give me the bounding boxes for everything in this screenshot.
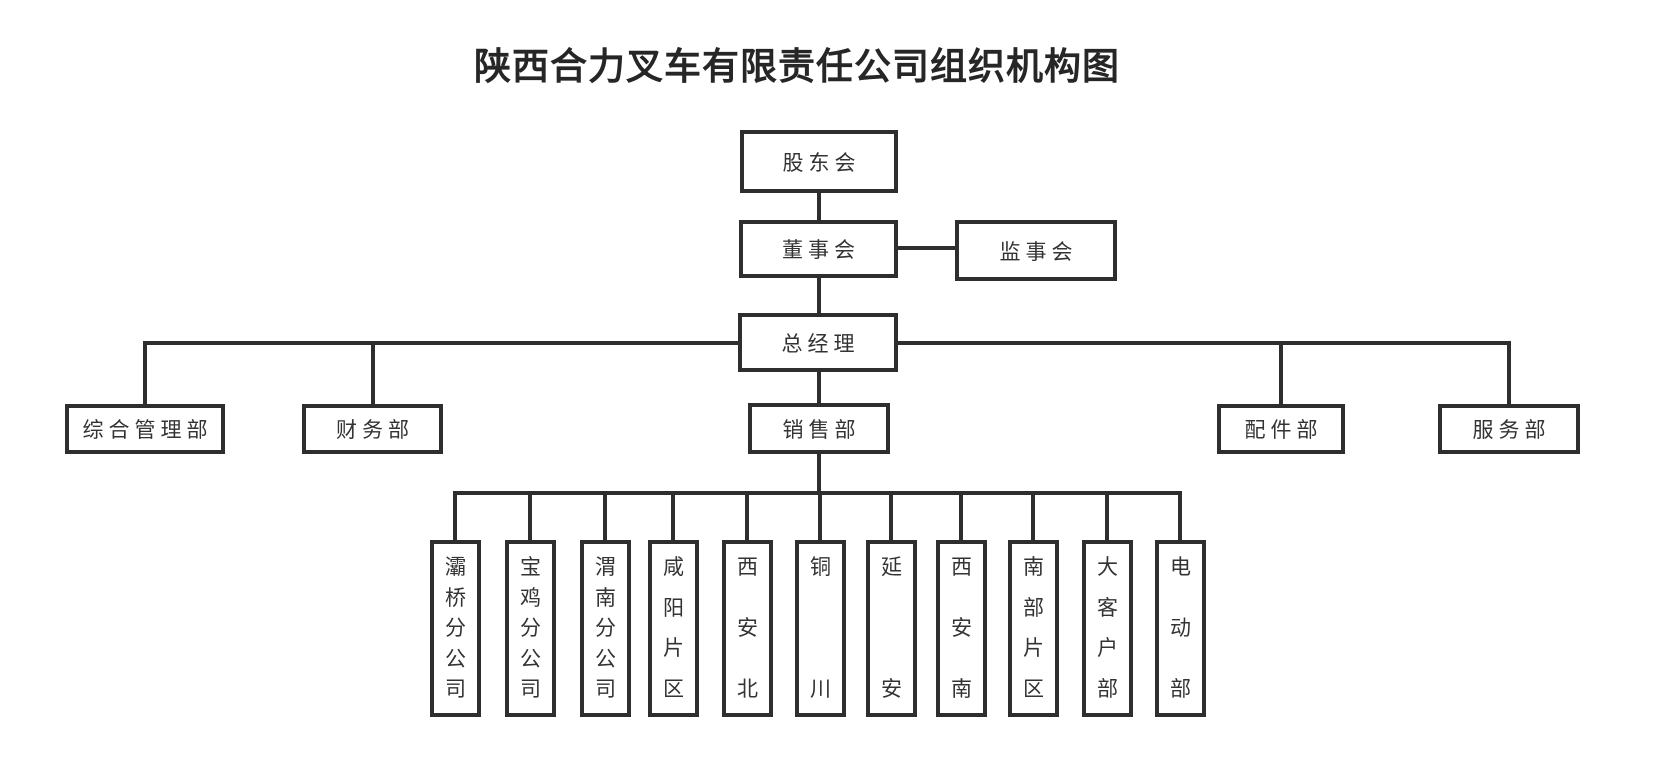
unit-char: 分	[595, 616, 616, 640]
unit-char: 西	[951, 555, 972, 579]
node-unit-baqiao: 灞桥分公司	[430, 540, 481, 717]
unit-char: 电	[1170, 555, 1191, 579]
unit-char: 南	[951, 677, 972, 701]
node-unit-key-accounts: 大客户部	[1082, 540, 1133, 717]
unit-char: 西	[737, 555, 758, 579]
unit-char: 桥	[445, 585, 466, 610]
node-unit-xianyang: 咸阳片区	[648, 540, 699, 717]
connector-drop-service	[1507, 341, 1511, 404]
unit-char: 客	[1097, 595, 1118, 620]
unit-char: 部	[1023, 595, 1044, 620]
unit-char: 大	[1097, 555, 1118, 579]
connector-drop-unit-9	[1031, 491, 1035, 540]
connector-drop-unit-6	[818, 491, 822, 540]
connector-drop-unit-10	[1105, 491, 1109, 540]
connector-board-gm	[817, 278, 821, 313]
node-unit-weinan: 渭南分公司	[580, 540, 631, 717]
connector-drop-unit-3	[603, 491, 607, 540]
connector-drop-unit-4	[671, 491, 675, 540]
connector-drop-unit-1	[453, 491, 457, 540]
unit-char: 南	[595, 585, 616, 610]
connector-drop-unit-8	[959, 491, 963, 540]
node-board: 董事会	[739, 220, 898, 278]
unit-char: 公	[445, 646, 466, 671]
node-unit-electric: 电动部	[1155, 540, 1206, 717]
connector-gm-sales	[817, 372, 821, 404]
connector-drop-finance	[371, 341, 375, 404]
unit-char: 南	[1023, 555, 1044, 579]
node-unit-tongchuan: 铜川	[795, 540, 846, 717]
unit-char: 司	[595, 677, 616, 701]
unit-char: 灞	[445, 555, 466, 579]
unit-char: 司	[520, 677, 541, 701]
node-unit-south-district: 南部片区	[1008, 540, 1059, 717]
unit-char: 公	[595, 646, 616, 671]
node-unit-xian-south: 西安南	[936, 540, 987, 717]
connector-shareholders-board	[817, 193, 821, 220]
connector-sales-rail-stem	[817, 453, 821, 495]
unit-char: 部	[1097, 676, 1118, 701]
unit-char: 司	[445, 677, 466, 701]
node-dept-general-management: 综合管理部	[65, 404, 225, 454]
node-dept-parts: 配件部	[1217, 404, 1345, 454]
connector-drop-parts	[1279, 341, 1283, 404]
node-unit-yanan: 延安	[866, 540, 917, 717]
node-supervisory: 监事会	[955, 220, 1117, 281]
unit-char: 咸	[663, 555, 684, 579]
unit-char: 片	[1023, 636, 1044, 661]
unit-char: 延	[881, 555, 902, 579]
unit-char: 川	[810, 677, 831, 701]
connector-drop-unit-2	[528, 491, 532, 540]
unit-char: 部	[1170, 677, 1191, 701]
connector-sales-rail	[453, 491, 1182, 495]
node-dept-sales: 销售部	[748, 403, 890, 454]
unit-char: 宝	[520, 555, 541, 579]
chart-title: 陕西合力叉车有限责任公司组织机构图	[474, 46, 1120, 87]
unit-char: 安	[881, 677, 902, 701]
unit-char: 分	[520, 616, 541, 640]
unit-char: 区	[1023, 676, 1044, 701]
unit-char: 安	[737, 616, 758, 640]
unit-char: 动	[1170, 616, 1191, 640]
unit-char: 分	[445, 616, 466, 640]
unit-char: 北	[737, 677, 758, 701]
connector-board-supervisory	[898, 246, 955, 250]
unit-char: 安	[951, 616, 972, 640]
unit-char: 渭	[595, 555, 616, 579]
unit-char: 铜	[810, 555, 831, 579]
unit-char: 区	[663, 676, 684, 701]
unit-char: 鸡	[520, 585, 541, 610]
node-dept-finance: 财务部	[302, 404, 443, 454]
unit-char: 阳	[663, 595, 684, 620]
node-unit-xian-north: 西安北	[722, 540, 773, 717]
unit-char: 户	[1097, 636, 1118, 661]
connector-drop-unit-5	[745, 491, 749, 540]
node-unit-baoji: 宝鸡分公司	[505, 540, 556, 717]
unit-char: 片	[663, 636, 684, 661]
node-general-manager: 总经理	[738, 313, 898, 372]
node-shareholders: 股东会	[740, 130, 898, 193]
unit-char: 公	[520, 646, 541, 671]
node-dept-service: 服务部	[1438, 404, 1580, 454]
connector-drop-general-management	[143, 341, 147, 404]
connector-drop-unit-11	[1178, 491, 1182, 540]
connector-drop-unit-7	[889, 491, 893, 540]
